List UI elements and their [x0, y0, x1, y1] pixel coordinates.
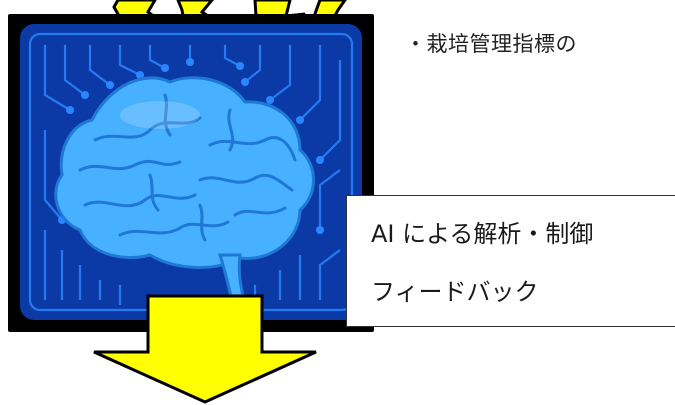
callout-line-feedback: フィードバック — [371, 278, 539, 306]
brain-icon — [54, 76, 315, 302]
arrow-down-icon — [93, 294, 317, 404]
callout-box: AI による解析・制御 フィードバック — [346, 195, 675, 327]
callout-line-analysis: AI による解析・制御 — [371, 220, 594, 248]
circuit-nodes — [58, 58, 324, 234]
circuit-pattern — [28, 32, 354, 312]
caption-top: ・栽培管理指標の — [405, 32, 577, 56]
